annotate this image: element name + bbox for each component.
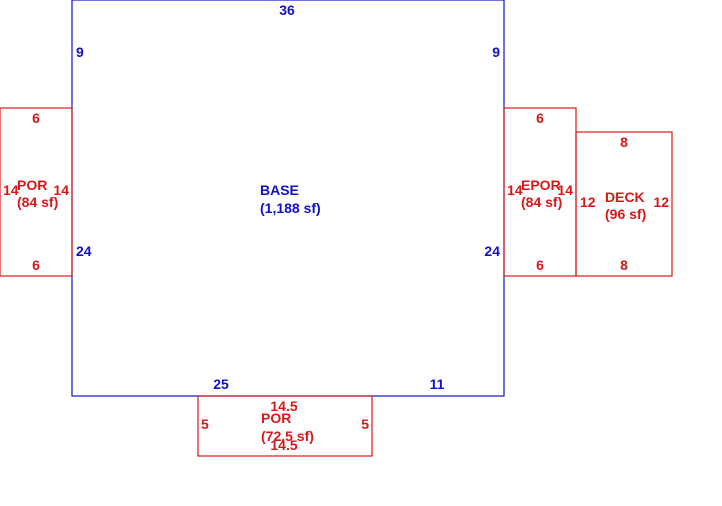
deck-dim-top: 8 [620,134,628,150]
enclosed-porch-dim-right: 14 [557,182,573,198]
base-dim-bottom-left: 25 [213,376,229,392]
bottom-porch-dim-bottom: 14.5 [270,437,297,453]
bottom-porch-dim-top: 14.5 [270,398,297,414]
bottom-porch-label: POR [261,410,291,426]
enclosed-porch-label: EPOR [521,177,561,193]
bottom-porch-dim-left: 5 [201,416,209,432]
deck-area: (96 sf) [605,206,646,222]
left-porch-area: (84 sf) [17,194,58,210]
base-dim-left-upper: 9 [76,44,84,60]
deck-dim-bottom: 8 [620,257,628,273]
left-porch-dim-left: 14 [3,182,19,198]
bottom-porch-area: (72.5 sf) [261,428,314,444]
base-dim-right-upper: 9 [492,44,500,60]
enclosed-porch-dim-left: 14 [507,182,523,198]
base-dim-bottom-right: 11 [430,376,445,392]
enclosed-porch-dim-bottom: 6 [536,257,544,273]
deck-dim-left: 12 [580,194,596,210]
enclosed-porch-area: (84 sf) [521,194,562,210]
left-porch-outline [0,107,73,277]
left-porch-label: POR [17,177,47,193]
deck-dim-right: 12 [653,194,669,210]
bottom-porch-dim-right: 5 [361,416,369,432]
left-porch-dim-bottom: 6 [32,257,40,273]
left-porch-dim-top: 6 [32,110,40,126]
base-dim-right-lower: 24 [484,243,500,259]
deck-outline [575,131,673,277]
enclosed-porch-dim-top: 6 [536,110,544,126]
bottom-porch-outline [197,395,373,457]
deck-label: DECK [605,189,645,205]
base-outline [71,0,505,397]
base-dim-top: 36 [279,2,295,18]
base-dim-left-lower: 24 [76,243,92,259]
base-label: BASE [260,182,299,198]
left-porch-dim-right: 14 [53,182,69,198]
base-area: (1,188 sf) [260,200,321,216]
